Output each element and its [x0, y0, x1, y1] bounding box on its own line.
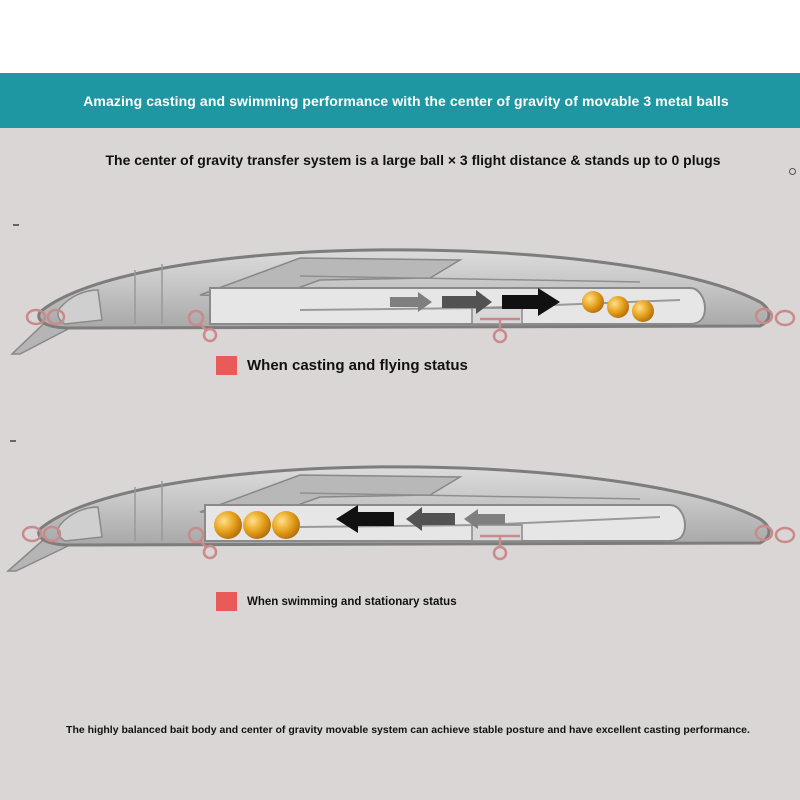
lure-dorsal-line — [299, 492, 641, 500]
decorative-tick — [13, 224, 19, 226]
status-swimming: When swimming and stationary status — [216, 592, 457, 611]
status-label: When casting and flying status — [247, 357, 468, 374]
footer-note: The highly balanced bait body and center… — [66, 724, 750, 736]
tail-hook-eye-icon — [754, 524, 796, 544]
lure-head — [57, 289, 103, 325]
lure-diagram-swimming — [0, 457, 800, 587]
lure-diagram-casting — [0, 240, 800, 370]
decorative-dot — [789, 168, 796, 175]
metal-balls — [582, 291, 654, 322]
subtitle: The center of gravity transfer system is… — [105, 152, 721, 168]
top-white-strip — [0, 0, 800, 73]
status-casting: When casting and flying status — [216, 356, 468, 375]
belly-hook-eye-icon — [480, 317, 520, 344]
status-marker — [216, 356, 237, 375]
status-label: When swimming and stationary status — [247, 595, 457, 608]
front-hook-eye-icon — [187, 309, 218, 343]
tail-hook-eye-icon — [754, 307, 796, 327]
lure-swimming-svg — [6, 465, 796, 572]
metal-balls — [214, 511, 300, 539]
belly-hook-eye-icon — [480, 534, 520, 561]
header-banner: Amazing casting and swimming performance… — [0, 73, 800, 128]
line-tie-ring-icon — [25, 308, 66, 326]
banner-title: Amazing casting and swimming performance… — [83, 92, 729, 109]
line-tie-ring-icon — [21, 525, 62, 543]
front-hook-eye-icon — [187, 526, 218, 560]
lure-casting-svg — [10, 248, 796, 355]
arrow-left-icon — [336, 505, 505, 533]
status-marker — [216, 592, 237, 611]
lure-dorsal-line — [299, 275, 641, 283]
decorative-tick — [10, 440, 16, 442]
arrow-right-icon — [390, 288, 560, 316]
